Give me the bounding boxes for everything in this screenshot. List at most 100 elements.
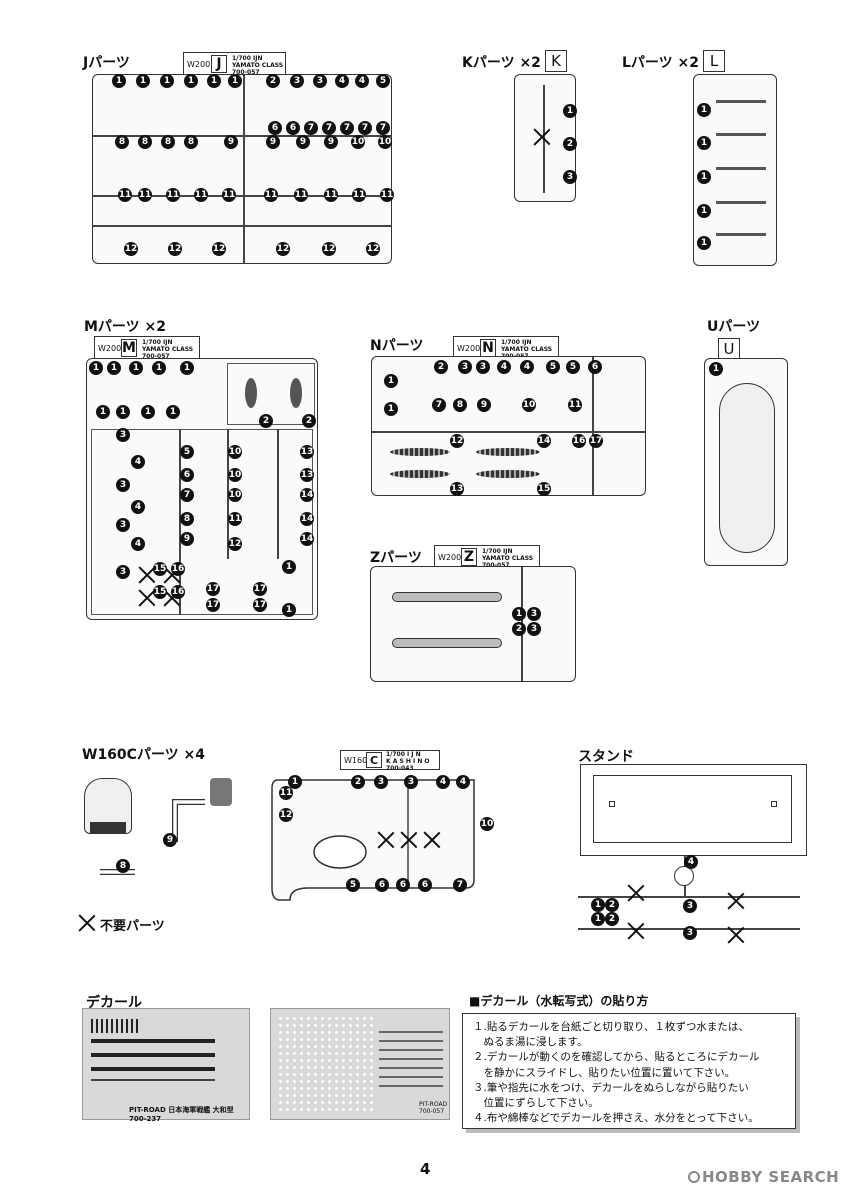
j-part-badge: 8 [184,135,198,149]
m-part-badge: 10 [228,445,242,459]
j-part-badge: 12 [212,242,226,256]
n-part-badge: 1 [384,374,398,388]
l-parts-title: Lパーツ ×2 [622,55,699,71]
stand-title: スタンド [578,749,634,765]
j-part-badge: 1 [112,74,126,88]
stand-part-3b: 3 [683,926,697,940]
m-part-badge: 4 [131,537,145,551]
instructions-title: ■デカール（水転写式）の貼り方 [469,994,649,1008]
j-part-badge: 12 [366,242,380,256]
m-parts-title: Mパーツ ×2 [84,319,166,335]
j-part-badge: 10 [351,135,365,149]
m-part-badge: 3 [116,428,130,442]
n-part-12 [390,448,450,456]
unneeded-legend-label: 不要パーツ [100,919,165,934]
decal-title: デカール [86,995,142,1011]
m-part-badge: 14 [300,512,314,526]
instructions-step: を静かにスライドし、貼りたい位置に置いて下さい。 [473,1066,736,1079]
m-part-badge: 3 [116,565,130,579]
decal-sheet-1: PIT-ROAD 日本海軍戦艦 大和型 700-237 [82,1008,250,1123]
j-part-badge: 12 [124,242,138,256]
instructions-box: １.貼るデカールを台紙ごと切り取り、１枚ずつ水または、 ぬるま湯に浸します。 ２… [462,1013,796,1129]
m-part-badge: 11 [228,512,242,526]
c-part-badge: 6 [418,878,432,892]
m-part-badge: 1 [96,405,110,419]
w160c-pipe [100,799,205,875]
z-parts-title: Zパーツ [370,550,422,566]
j-part-badge: 10 [378,135,392,149]
j-part-badge: 11 [352,188,366,202]
stand-unneeded-a [627,884,645,902]
n-part-badge: 3 [458,360,472,374]
m-part-badge: 1 [107,361,121,375]
j-part-badge: 9 [266,135,280,149]
instructions-step: ４.布や綿棒などでデカールを押さえ、水分をとって下さい。 [473,1112,759,1125]
j-part-badge: 6 [286,121,300,135]
j-part-badge: 9 [324,135,338,149]
m-part-badge: 1 [141,405,155,419]
m-part-badge: 1 [116,405,130,419]
stand-unneeded-b [727,892,745,910]
m-part-badge: 17 [253,598,267,612]
m-part-badge: 2 [259,414,273,428]
m-part-badge: 10 [228,488,242,502]
stand-hub [674,866,694,886]
stand-part-2a: 2 [605,898,619,912]
m-part-badge: 1 [282,603,296,617]
m-part-badge: 15 [153,562,167,576]
m-part-badge: 17 [206,582,220,596]
n-part-badge: 11 [568,398,582,412]
stand-part-1b: 1 [591,912,605,926]
n-part-badge: 1 [384,402,398,416]
n-part-badge: 7 [432,398,446,412]
m-part-badge: 5 [180,445,194,459]
n-parts-title: Nパーツ [370,338,424,354]
c-part-badge: 10 [480,817,494,831]
n-part-badge: 6 [588,360,602,374]
n-part-badge: 15 [537,482,551,496]
j-part-badge: 7 [304,121,318,135]
j-part-badge: 7 [358,121,372,135]
n-part-badge: 14 [537,434,551,448]
n-part-badge: 3 [476,360,490,374]
j-part-badge: 8 [161,135,175,149]
instructions-step: 位置にずらして下さい。 [473,1097,599,1110]
k-unneeded-mark [533,128,551,146]
j-sprue-frame [92,74,392,264]
page-number: 4 [420,1160,431,1178]
j-part-badge: 3 [313,74,327,88]
j-part-badge: 3 [290,74,304,88]
l-letter-box: L [703,50,725,72]
j-part-badge: 12 [168,242,182,256]
m-part-badge: 13 [300,468,314,482]
m-part-badge: 16 [171,585,185,599]
j-part-badge: 7 [340,121,354,135]
m-part-badge: 13 [300,445,314,459]
j-part-badge: 1 [228,74,242,88]
c-part-badge: 3 [404,775,418,789]
decal-sheet-1-caption: PIT-ROAD 日本海軍戦艦 大和型 700-237 [129,1106,234,1123]
j-part-badge: 4 [335,74,349,88]
stand-part-2b: 2 [605,912,619,926]
c-unneeded-c [423,831,441,849]
j-part-badge: 4 [355,74,369,88]
j-part-badge: 11 [324,188,338,202]
m-part-badge: 1 [282,560,296,574]
j-part-badge: 11 [166,188,180,202]
l-part-barrel [716,100,766,103]
n-part-badge: 16 [572,434,586,448]
c-part-badge: 6 [396,878,410,892]
m-part-badge: 16 [171,562,185,576]
instructions-step: ぬるま湯に浸します。 [473,1036,588,1049]
l-part-1: 1 [697,103,711,117]
c-part-badge: 11 [279,786,293,800]
u-sprue-frame [704,358,788,566]
m-part-badge: 1 [166,405,180,419]
n-part-badge: 5 [566,360,580,374]
w160c-part-8: 8 [116,859,130,873]
j-part-badge: 11 [222,188,236,202]
j-part-badge: 11 [118,188,132,202]
watermark: HOBBY SEARCH [688,1168,839,1186]
w160c-part-unit [210,778,232,806]
